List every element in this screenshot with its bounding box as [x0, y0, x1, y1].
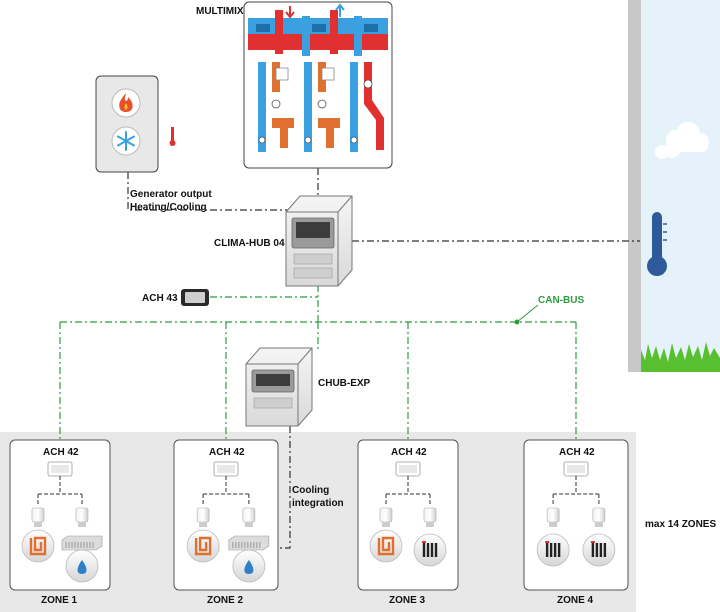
ach42-screen: [399, 465, 417, 473]
zone-4-name: ZONE 4: [557, 595, 594, 606]
can-bus-label: CAN-BUS: [538, 295, 585, 306]
radiator-dial: [536, 533, 570, 567]
generator-output-line-2: Heating/Cooling: [130, 202, 207, 213]
floor-heating-icon: [29, 536, 47, 556]
actuator-base: [199, 522, 208, 527]
multimix-circuit-2: [304, 62, 340, 152]
ach42-screen: [51, 465, 69, 473]
actuator-head-icon: [75, 507, 89, 523]
radiator-icon: [422, 541, 438, 557]
actuator-head-icon: [379, 507, 393, 523]
cooling-line-2: integration: [292, 498, 344, 509]
generator-unit: [95, 75, 176, 173]
clima-hub-label: CLIMA-HUB 04: [214, 238, 285, 249]
zone-1-name: ZONE 1: [41, 595, 78, 606]
floor-heating-icon: [377, 536, 395, 556]
floor-heating-dial: [369, 529, 403, 563]
cooling-integration-label: Cooling integration: [292, 484, 344, 510]
multimix-circuit-1: [258, 62, 294, 152]
zone-card-1: [9, 439, 111, 591]
zone-2-device-label: ACH 42: [209, 447, 245, 458]
multimix-title: MULTIMIX: [196, 6, 244, 17]
chub-exp-label: CHUB-EXP: [318, 378, 371, 389]
actuator-base: [549, 522, 558, 527]
ach43-label: ACH 43: [142, 293, 178, 304]
chub-exp-device: [245, 347, 313, 427]
zone-card-4: [523, 439, 629, 591]
generator-output-line-1: Generator output: [130, 189, 212, 200]
max-zones-label: max 14 ZONES: [645, 519, 717, 530]
connection-lines: [59, 168, 640, 549]
ach43-device: [181, 289, 209, 306]
ach42-screen: [567, 465, 585, 473]
generator-output-label: Generator output Heating/Cooling: [130, 188, 212, 214]
actuator-base: [78, 522, 86, 527]
snowflake-icon: [117, 131, 135, 151]
radiator-icon: [545, 541, 561, 557]
actuator-base: [426, 522, 434, 527]
actuator-base: [34, 522, 42, 527]
zone-card-2: [173, 439, 279, 591]
zone-card-3: [357, 439, 459, 591]
cooling-line-1: Cooling: [292, 485, 330, 496]
zone-3-name: ZONE 3: [389, 595, 426, 606]
ach42-screen: [217, 465, 235, 473]
cloud-icon: [655, 122, 709, 159]
zone-wiring: [202, 476, 250, 506]
multimix-manifold: [248, 3, 388, 56]
actuator-head-icon: [31, 507, 45, 523]
water-drop-icon: [77, 560, 87, 574]
zone-4-device-label: ACH 42: [559, 447, 595, 458]
generator-thermometer-icon: [169, 127, 176, 146]
floor-heating-dial: [21, 529, 55, 563]
zone-wiring: [385, 476, 431, 506]
actuator-head-icon: [546, 507, 560, 523]
zone-wiring: [552, 476, 600, 506]
outdoor-scene: [628, 0, 720, 372]
zone-1-device-label: ACH 42: [43, 447, 79, 458]
clima-hub-device: [285, 195, 353, 287]
actuator-base: [594, 522, 603, 527]
actuator-base: [382, 522, 390, 527]
water-drop-icon: [244, 560, 254, 574]
actuator-head-icon: [423, 507, 437, 523]
fancoil-unit: [228, 535, 270, 551]
zone-wiring: [37, 476, 83, 506]
multimix-unit: [243, 1, 393, 169]
zone-3-device-label: ACH 42: [391, 447, 427, 458]
multimix-circuit-3: [350, 62, 384, 152]
fancoil-unit: [61, 535, 103, 551]
actuator-head-icon: [592, 507, 606, 523]
outdoor-thermometer-icon: [647, 212, 667, 276]
actuator-base: [244, 522, 253, 527]
zone-2-name: ZONE 2: [207, 595, 244, 606]
radiator-dial: [582, 533, 616, 567]
actuator-head-icon: [242, 507, 256, 523]
floor-heating-icon: [194, 536, 212, 556]
flame-icon: [119, 93, 133, 112]
radiator-dial: [413, 533, 447, 567]
floor-heating-dial: [186, 529, 220, 563]
radiator-icon: [590, 541, 607, 557]
can-bus-pointer: [516, 304, 539, 323]
zones-layer: [9, 439, 629, 591]
actuator-head-icon: [196, 507, 210, 523]
